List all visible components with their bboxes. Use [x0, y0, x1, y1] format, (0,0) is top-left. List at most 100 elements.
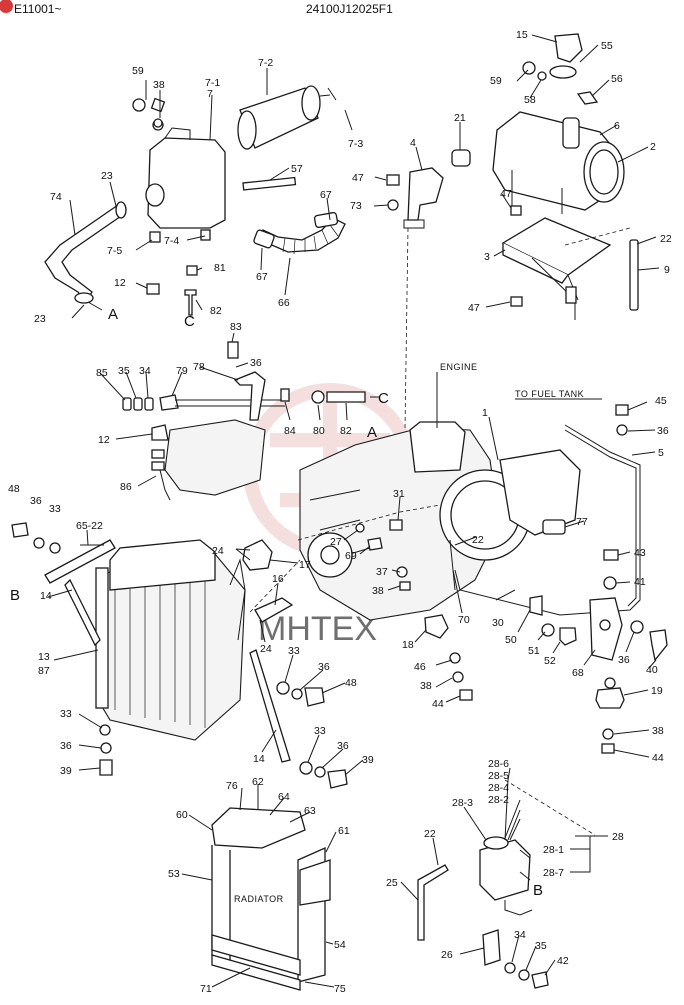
fuel-tank-line-inner [564, 429, 637, 607]
callout-24-lower: 24 [260, 643, 272, 655]
nut-59 [522, 61, 536, 75]
bolt-81 [186, 265, 198, 276]
callout-30: 30 [492, 617, 504, 629]
ref-c-left: C [184, 313, 195, 330]
callout-80: 80 [313, 425, 325, 437]
clamp-21 [451, 149, 471, 167]
callout-7-5: 7-5 [107, 245, 122, 257]
intake-hose-74 [44, 201, 127, 304]
callout-64: 64 [278, 791, 290, 803]
bolt-48-mid [304, 687, 325, 707]
radiator-shroud-frame [211, 807, 331, 991]
callout-84: 84 [284, 425, 296, 437]
callout-18: 18 [402, 639, 414, 651]
callout-65-22: 65-22 [76, 520, 103, 532]
fuel-pipe-assembly [122, 341, 366, 501]
ref-a-left: A [108, 306, 118, 323]
bolt-69 [367, 537, 383, 551]
callout-3: 3 [484, 251, 490, 263]
callout-36-mid: 36 [318, 661, 330, 673]
ref-c-right: C [378, 390, 389, 407]
hose-16 [254, 597, 294, 623]
callout-67-upper: 67 [320, 189, 332, 201]
ref-a-engine: A [367, 424, 377, 441]
callout-74: 74 [50, 191, 62, 203]
callout-31: 31 [393, 488, 405, 500]
bolt-52 [559, 627, 577, 646]
washer-36-bottom [100, 742, 112, 754]
callout-1: 1 [482, 407, 488, 419]
callout-86: 86 [120, 481, 132, 493]
hose-24-upper [242, 539, 273, 571]
washer-36-mid [291, 688, 303, 700]
radiator-assembly [95, 539, 246, 741]
bolt-48-left [11, 522, 29, 538]
reserve-tank-28 [417, 836, 533, 941]
callout-73: 73 [350, 200, 362, 212]
callout-69: 69 [345, 550, 357, 562]
callout-22-tank: 22 [424, 828, 436, 840]
callout-48-mid: 48 [345, 677, 357, 689]
callout-67-lower: 67 [256, 271, 268, 283]
bolt-56 [576, 91, 599, 105]
callout-22-center: 22 [472, 534, 484, 546]
washer-37 [396, 566, 408, 578]
callout-38-lower: 38 [420, 680, 432, 692]
washer-34 [504, 962, 516, 974]
nut-47-lower [510, 296, 523, 307]
callout-14-left: 14 [40, 590, 52, 602]
callout-47-lower: 47 [468, 302, 480, 314]
callout-12-lower: 12 [98, 434, 110, 446]
callout-47-center: 47 [352, 172, 364, 184]
callout-21: 21 [454, 112, 466, 124]
callout-58: 58 [524, 94, 536, 106]
callout-16: 16 [272, 573, 284, 585]
callout-9: 9 [664, 264, 670, 276]
callout-54: 54 [334, 939, 346, 951]
callout-28-1: 28-1 [543, 844, 564, 856]
callout-38-center: 38 [372, 585, 384, 597]
callout-13: 13 [38, 651, 50, 663]
callout-36-bottom: 36 [60, 740, 72, 752]
washer-38-left [153, 118, 163, 128]
clamp-77 [542, 519, 566, 535]
callout-12-upper: 12 [114, 277, 126, 289]
washer-33-mid [276, 681, 290, 695]
callout-81: 81 [214, 262, 226, 274]
callout-59-right: 59 [490, 75, 502, 87]
exhaust-elbow-4 [403, 167, 444, 229]
callout-34-upper: 34 [139, 365, 151, 377]
washer-33-low [299, 761, 313, 775]
washer-36-low [314, 766, 326, 778]
corrugated-hose-66 [253, 212, 346, 255]
corner-marker-icon [0, 0, 13, 13]
callout-48-left: 48 [8, 483, 20, 495]
callout-7-4: 7-4 [164, 235, 179, 247]
callout-87: 87 [38, 665, 50, 677]
leader-lines [47, 34, 660, 988]
nut-45 [615, 404, 629, 416]
bolt-31 [389, 519, 403, 531]
callout-15: 15 [516, 29, 528, 41]
callout-26: 26 [441, 949, 453, 961]
callout-70: 70 [458, 614, 470, 626]
callout-43: 43 [634, 547, 646, 559]
callout-44-center: 44 [432, 698, 444, 710]
to-fuel-tank-label: TO FUEL TANK [515, 389, 584, 399]
nut-43 [603, 549, 619, 561]
callout-numbers: 59 38 7-1 7 7-2 7-3 57 23 74 23 7-5 7-4 … [8, 29, 672, 995]
part-38-center [399, 581, 411, 591]
callout-71: 71 [200, 983, 212, 995]
callout-61: 61 [338, 825, 350, 837]
washer-33-left [49, 542, 61, 554]
callout-14-lower: 14 [253, 753, 265, 765]
washer-58 [537, 71, 547, 81]
callout-44-right: 44 [652, 752, 664, 764]
callout-5: 5 [658, 447, 664, 459]
callout-85: 85 [96, 367, 108, 379]
stay-14-lower [249, 649, 291, 763]
callout-68: 68 [572, 667, 584, 679]
nut-12 [146, 283, 160, 295]
callout-60: 60 [176, 809, 188, 821]
callout-55: 55 [601, 40, 613, 52]
